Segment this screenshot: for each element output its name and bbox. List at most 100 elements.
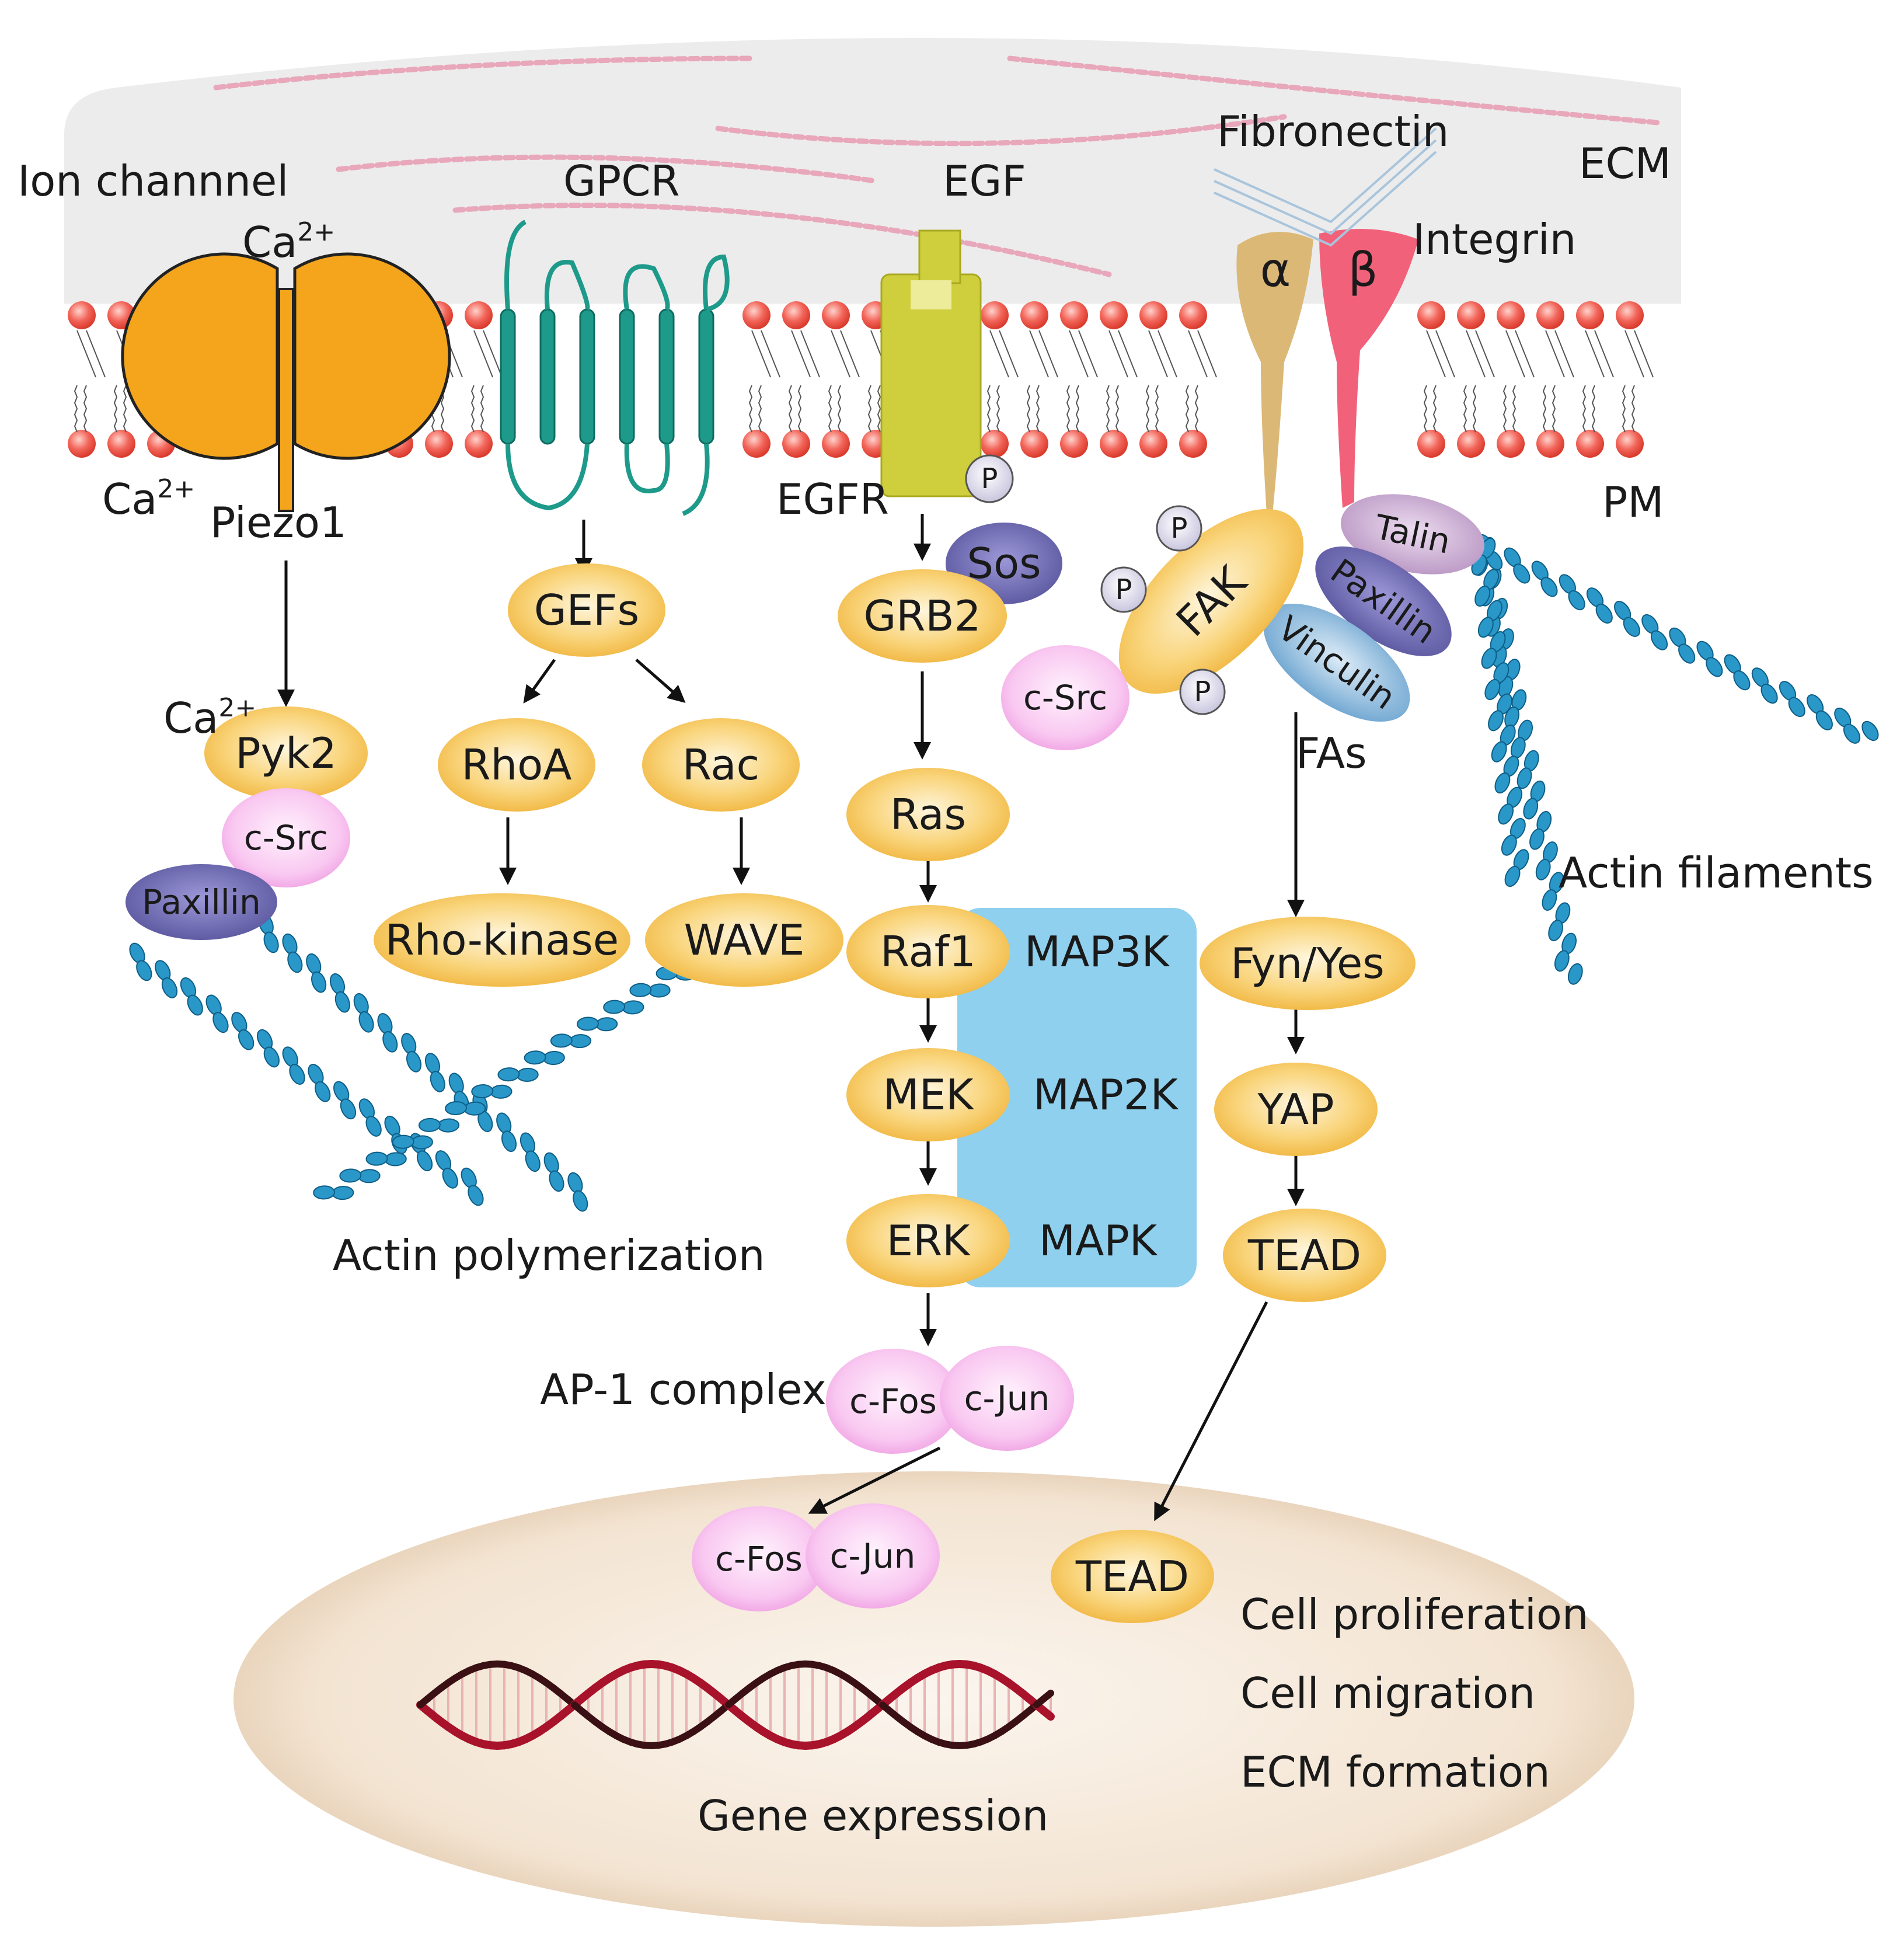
- actin-monomer: [382, 1031, 398, 1053]
- actin-monomer: [1595, 603, 1613, 624]
- integrin-alpha-label: α: [1260, 243, 1291, 297]
- actin-monomer: [569, 1034, 592, 1049]
- actin-monomer: [358, 1011, 374, 1033]
- actin-monomer: [524, 1050, 546, 1065]
- paxillin-left-label: Paxillin: [142, 882, 260, 922]
- actin-monomer: [490, 1084, 513, 1099]
- actin-monomer: [525, 1150, 541, 1172]
- actin-monomer: [1554, 950, 1570, 972]
- yap-label: YAP: [1257, 1085, 1334, 1134]
- integrin-beta-label: β: [1348, 243, 1378, 297]
- fas-label: FAs: [1296, 729, 1367, 778]
- actin-monomer: [1542, 889, 1557, 911]
- actin-monomer: [313, 1185, 336, 1200]
- actin-monomer: [339, 1168, 362, 1183]
- actin-monomer: [340, 1098, 357, 1120]
- actin-monomer: [1477, 617, 1494, 638]
- svg-text:P: P: [1171, 512, 1188, 545]
- actin-monomer: [311, 971, 327, 993]
- actin-monomer: [187, 994, 203, 1016]
- lipid-head: [1497, 430, 1525, 458]
- actin-monomer: [445, 1101, 468, 1115]
- actin-monomer: [648, 983, 671, 998]
- actin-monomer: [1504, 865, 1521, 887]
- phospho-fak-left: P: [1100, 566, 1147, 613]
- actin-monomer: [1843, 723, 1861, 744]
- node-gefs: GEFs: [508, 563, 665, 657]
- actin-monomer: [418, 1117, 441, 1132]
- actin-monomer: [1501, 834, 1517, 856]
- node-talin: Talin: [1340, 494, 1485, 575]
- lipid-head: [1100, 301, 1128, 329]
- sos-label: Sos: [967, 539, 1041, 588]
- wave-label: WAVE: [684, 915, 805, 965]
- phospho-fak-top: P: [1156, 505, 1202, 552]
- tead-label: TEAD: [1247, 1231, 1361, 1280]
- egfr-receptor: [880, 229, 982, 497]
- lipid-head: [782, 430, 810, 458]
- gpcr-receptor: [500, 220, 730, 516]
- c-src-left-label: c-Src: [244, 818, 328, 858]
- node-erk: ERK: [846, 1194, 1010, 1287]
- actin-monomer: [550, 1033, 573, 1048]
- node-tead-nucleus: TEAD: [1051, 1530, 1214, 1623]
- outcome-cell-migration: Cell migration: [1240, 1669, 1535, 1718]
- actin-monomer: [358, 1169, 381, 1183]
- integrin-label: Integrin: [1413, 215, 1576, 264]
- actin-monomer: [406, 1051, 422, 1073]
- lipid-head: [1457, 301, 1485, 329]
- actin-monomer: [437, 1118, 460, 1133]
- fibronectin-strands: [1214, 127, 1437, 247]
- ca-bottom-label: Ca2+: [102, 474, 195, 524]
- lipid-head: [465, 301, 493, 329]
- svg-text:P: P: [1115, 573, 1132, 606]
- actin-monomer: [1516, 767, 1532, 789]
- actin-monomer: [1650, 630, 1668, 650]
- node-rhoa: RhoA: [438, 718, 595, 812]
- c-fos-nucleus-label: c-Fos: [715, 1539, 803, 1579]
- actin-monomer: [1474, 585, 1491, 607]
- gpcr-label: GPCR: [563, 156, 680, 206]
- actin-monomer: [1529, 828, 1545, 850]
- lipid-head: [1576, 430, 1604, 458]
- actin-monomer: [416, 1150, 433, 1172]
- outcome-ecm-formation: ECM formation: [1240, 1747, 1550, 1797]
- lipid-head: [1536, 301, 1564, 329]
- actin-monomer: [287, 951, 303, 973]
- pm-label: PM: [1602, 478, 1664, 527]
- lipid-head: [1020, 301, 1048, 329]
- actin-monomer: [501, 1130, 517, 1153]
- lipid-head: [1100, 430, 1128, 458]
- lipid-head: [1020, 430, 1048, 458]
- lipid-head: [1139, 430, 1167, 458]
- node-fak: FAK: [1118, 509, 1304, 694]
- lipid-head: [1497, 301, 1525, 329]
- raf1-label: Raf1: [880, 927, 976, 976]
- actin-monomer: [334, 991, 350, 1013]
- actin-monomer: [1733, 670, 1751, 691]
- ion-channel-label: Ion channnel: [18, 156, 288, 206]
- c-jun-nucleus-label: c-Jun: [830, 1536, 916, 1576]
- actin-monomer: [1488, 710, 1504, 732]
- actin-monomer: [1540, 577, 1558, 597]
- actin-filaments-label: Actin filaments: [1559, 848, 1874, 897]
- ca-pyk2-label: Ca2+: [163, 693, 256, 743]
- actin-polymerization-label: Actin polymerization: [333, 1231, 765, 1280]
- lipid-head: [68, 301, 96, 329]
- integrin: [1236, 229, 1418, 514]
- lipid-head: [822, 430, 850, 458]
- egfr-label: EGFR: [776, 475, 889, 524]
- actin-monomer: [622, 1000, 644, 1015]
- actin-monomer: [1498, 803, 1514, 825]
- outcome-cell-proliferation: Cell proliferation: [1240, 1590, 1589, 1639]
- map3k-label: MAP3K: [1024, 927, 1170, 976]
- grb2-label: GRB2: [863, 591, 981, 640]
- lipid-head: [1139, 301, 1167, 329]
- actin-monomer: [1788, 697, 1805, 718]
- ap1-complex-label: AP-1 complex: [540, 1365, 827, 1414]
- actin-monomer: [577, 1016, 599, 1031]
- rho-kinase-label: Rho-kinase: [385, 915, 619, 965]
- piezo1-label: Piezo1: [210, 498, 347, 547]
- actin-monomer: [442, 1167, 458, 1189]
